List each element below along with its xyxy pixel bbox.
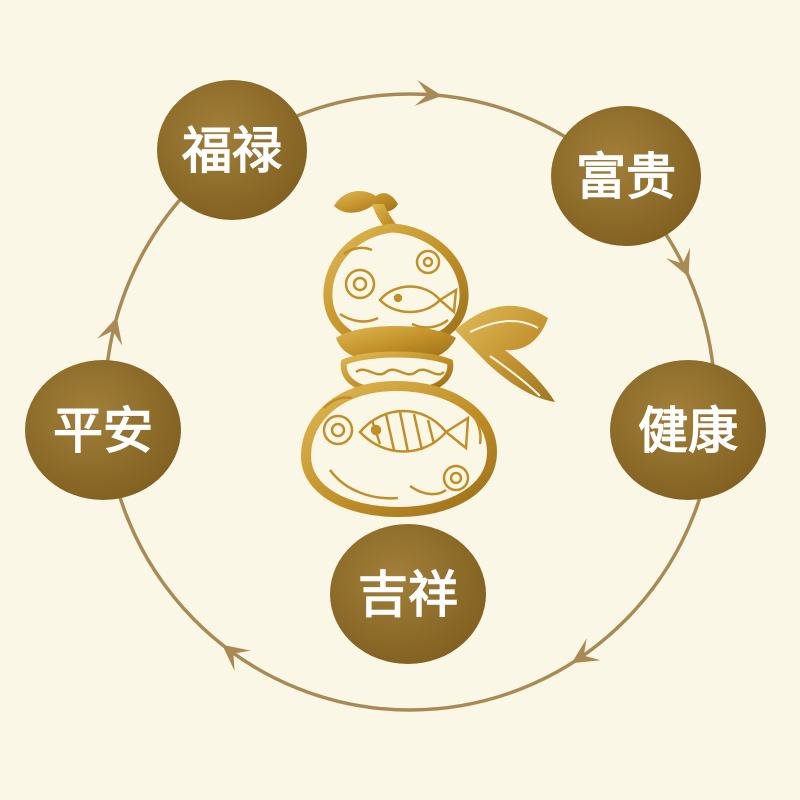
node-jixiang-label: 吉祥	[358, 565, 458, 624]
node-fugui-circle	[551, 106, 701, 246]
arrow-jiankang-to-jixiang	[571, 638, 601, 664]
gourd-papercut-icon	[300, 191, 555, 518]
node-jixiang: 吉祥	[330, 524, 486, 664]
node-jixiang-circle	[330, 524, 486, 664]
node-pingan: 平安	[25, 360, 181, 500]
node-fulu: 福禄	[157, 80, 307, 220]
cycle-nodes: 福禄 富贵 健康 吉祥 平安	[25, 80, 766, 664]
node-fugui-label: 富贵	[576, 147, 676, 206]
node-pingan-circle	[25, 360, 181, 500]
arrow-fulu-to-fugui	[414, 80, 442, 106]
arrow-pingan-to-fulu	[97, 317, 123, 346]
node-fulu-circle	[157, 80, 307, 220]
node-fugui: 富贵	[551, 106, 701, 246]
node-jiankang-circle	[610, 360, 766, 500]
arrow-jixiang-to-pingan	[222, 644, 251, 671]
node-jiankang-label: 健康	[638, 401, 738, 460]
node-pingan-label: 平安	[53, 401, 153, 460]
cycle-arrows	[97, 80, 690, 671]
node-jiankang: 健康	[610, 360, 766, 500]
node-fulu-label: 福禄	[181, 121, 283, 180]
arrow-fugui-to-jiankang	[666, 247, 690, 277]
